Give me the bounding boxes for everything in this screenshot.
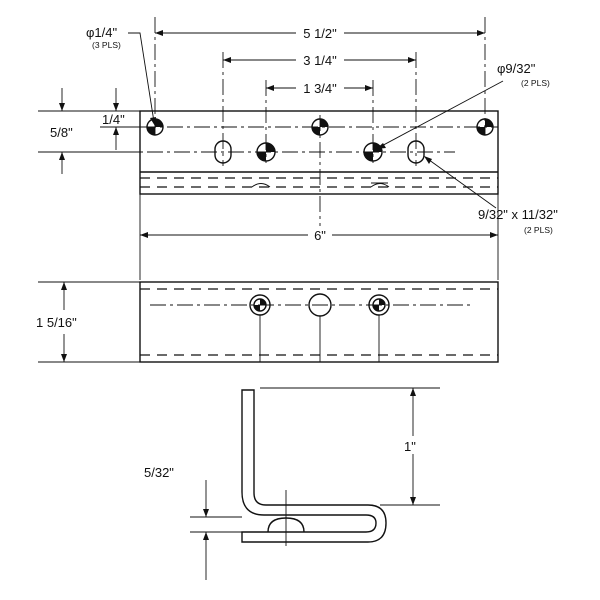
side-height-label: 1" [404,439,416,454]
top-view [120,17,499,228]
dim-front-height: 1 5/16" [36,281,140,363]
dim-outer-slot-span: 3 1/4" [223,51,416,69]
overall-length-label: 6" [314,228,326,243]
fastener [249,294,271,316]
dim-side-height: 1" [260,387,440,506]
dim-hole-row-spacing: 5/8" [38,88,140,174]
top-view-outline [139,110,499,195]
small-hole-callout-label: φ1/4" [86,25,118,40]
callout-small-hole: φ1/4" (3 PLS) [86,25,156,126]
small-hole-callout-note: (3 PLS) [92,40,121,50]
hidden-nut [251,183,271,188]
outer-slot-span-label: 3 1/4" [303,53,337,68]
callout-slot: 9/32" x 11/32" (2 PLS) [424,156,558,235]
front-height-label: 1 5/16" [36,315,77,330]
slot-callout-note: (2 PLS) [524,225,553,235]
front-view [139,194,499,363]
overall-hole-span-label: 5 1/2" [303,26,337,41]
hidden-nut [370,183,390,188]
large-hole-callout-note: (2 PLS) [521,78,550,88]
inner-hole-span-label: 1 3/4" [303,81,337,96]
callout-large-hole: φ9/32" (2 PLS) [375,61,550,150]
top-edge-to-hole-label: 1/4" [102,112,125,127]
large-hole-callout-label: φ9/32" [497,61,536,76]
hole-row-spacing-label: 5/8" [50,125,73,140]
dim-top-edge-to-hole: 1/4" [100,88,140,150]
bracket-profile [241,389,387,543]
slot-callout-label: 9/32" x 11/32" [478,207,558,222]
side-view [241,389,387,546]
front-view-outline [139,281,499,363]
dim-thickness: 5/32" [144,465,242,580]
dim-overall-length: 6" [140,226,498,244]
dim-overall-hole-span: 5 1/2" [155,24,485,42]
thickness-label: 5/32" [144,465,174,480]
dim-inner-hole-span: 1 3/4" [266,79,373,97]
